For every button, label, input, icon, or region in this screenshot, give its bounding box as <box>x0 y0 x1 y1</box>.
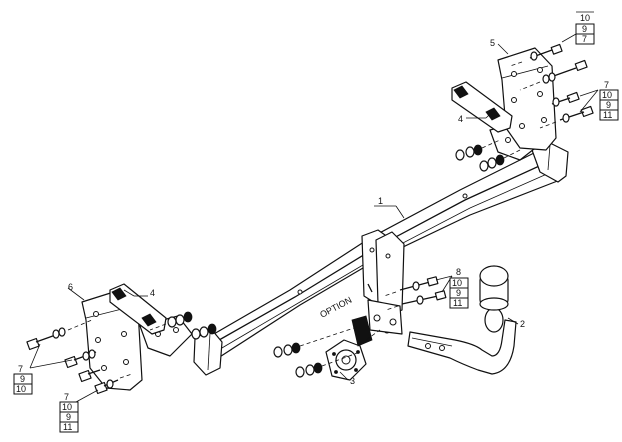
callout-part-3: 3 <box>350 376 355 386</box>
stack-number: 10 <box>602 90 612 100</box>
callout-part-1: 1 <box>378 196 383 206</box>
stack-number: 7 <box>18 364 23 374</box>
stack-number: 9 <box>582 24 587 34</box>
stack-number: 9 <box>606 100 611 110</box>
option-label: OPTION <box>318 295 353 320</box>
callout-labels: 1 2 3 4 4 5 6 8 <box>68 38 525 386</box>
stack-left-lower: 7 10 9 11 <box>59 392 79 433</box>
bolt-lower <box>539 105 594 129</box>
right-side-plate <box>497 47 557 151</box>
stack-number: 11 <box>603 110 612 120</box>
callout-part-2: 2 <box>520 319 525 329</box>
tow-ball-neck <box>407 265 517 375</box>
left-spacer-plate <box>109 283 167 335</box>
nuts-right-beam <box>455 139 521 172</box>
callout-part-4-left: 4 <box>150 288 155 298</box>
stack-number: 9 <box>456 288 461 298</box>
callout-part-6: 6 <box>68 282 73 292</box>
stack-left-upper: 7 9 10 <box>13 364 33 395</box>
stack-number: 7 <box>582 34 587 44</box>
stack-number: 7 <box>64 392 69 402</box>
bolts-left <box>26 319 133 395</box>
bolt-upper-right <box>519 59 588 91</box>
bolt-mid <box>551 91 580 107</box>
right-spacer-plate <box>451 81 513 133</box>
nuts-left-beam <box>149 311 217 340</box>
stack-number: 10 <box>62 402 72 412</box>
socket-plate <box>325 315 381 381</box>
stack-top-right-lower: 7 10 9 11 <box>599 80 619 121</box>
stack-number: 7 <box>604 80 609 90</box>
stack-number: 10 <box>580 13 590 23</box>
bolt-upper-left <box>509 43 563 67</box>
callout-part-4-top: 4 <box>458 114 463 124</box>
nuts-center <box>273 283 373 378</box>
stack-number: 11 <box>63 422 72 432</box>
bolts-top-right <box>509 43 594 129</box>
stack-number: 10 <box>452 278 462 288</box>
leader-lines <box>29 33 599 403</box>
stack-number: 11 <box>453 298 462 308</box>
stack-top-right-upper: 10 9 7 <box>575 11 595 45</box>
stack-mid-right: 10 9 11 <box>449 277 469 309</box>
callout-part-8: 8 <box>456 267 461 277</box>
callout-part-5: 5 <box>490 38 495 48</box>
stack-number: 9 <box>66 412 71 422</box>
bolts-mid-right <box>383 276 447 311</box>
stack-number: 9 <box>20 374 25 384</box>
stack-number: 10 <box>16 384 26 394</box>
